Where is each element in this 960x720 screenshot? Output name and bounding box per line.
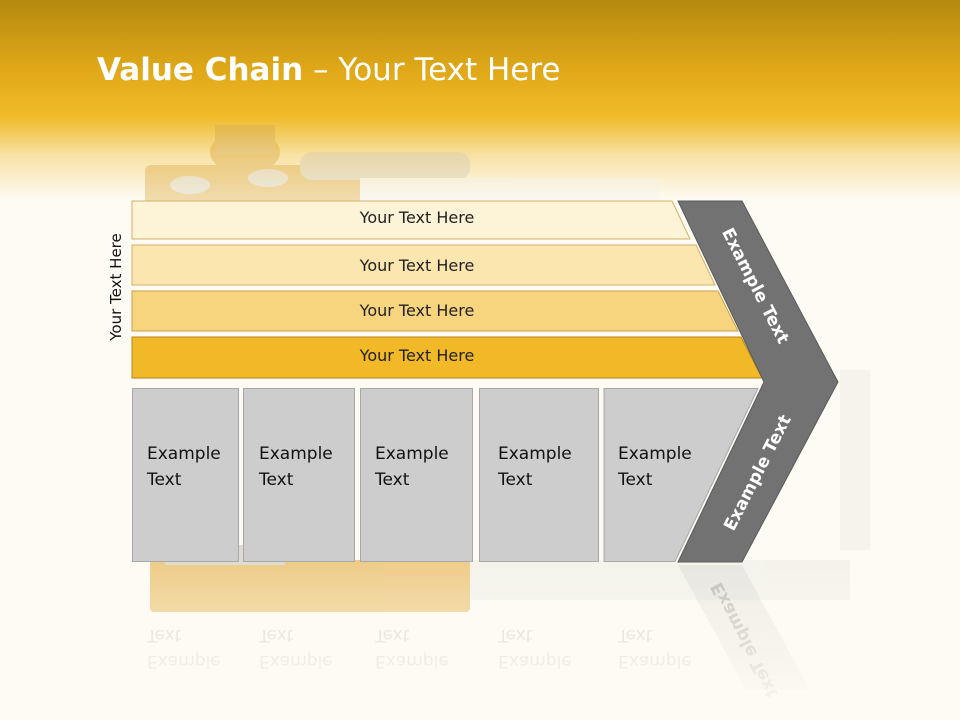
support-bar-2	[131, 244, 716, 286]
bar-label-4: Your Text Here	[359, 346, 475, 365]
activity-text-5-line2: Text	[618, 470, 653, 490]
bar-label-2: Your Text Here	[359, 256, 475, 275]
activity-box-1	[132, 388, 239, 562]
activity-text-2-line2: Text	[259, 470, 294, 490]
activity-text-1-line1: Example	[147, 444, 221, 464]
activity-text-4-line2: Text	[498, 470, 533, 490]
bar-label-3: Your Text Here	[359, 301, 475, 320]
activity-text-2-line1: Example	[259, 444, 333, 464]
activity-box-2	[243, 388, 355, 562]
title-banner	[0, 0, 960, 200]
title-rest: – Your Text Here	[303, 52, 561, 88]
activity-text-1-line2: Text	[147, 470, 182, 490]
support-bar-3	[131, 290, 739, 332]
activity-text-3-line2: Text	[375, 470, 410, 490]
activity-text-3-line1: Example	[375, 444, 449, 464]
bar-label-1: Your Text Here	[359, 208, 475, 227]
title-bold: Value Chain	[97, 52, 304, 88]
activity-box-3	[360, 388, 473, 562]
activity-box-4	[479, 388, 599, 562]
support-bar-1	[131, 200, 691, 240]
activity-text-4-line1: Example	[498, 444, 572, 464]
activity-text-5-line1: Example	[618, 444, 692, 464]
slide-title: Value Chain – Your Text Here	[97, 52, 560, 88]
